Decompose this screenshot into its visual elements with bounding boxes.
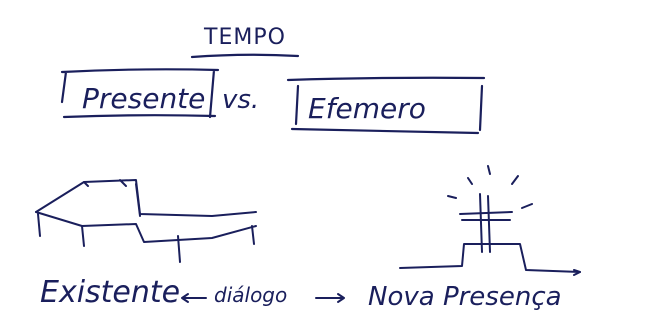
efemero-box <box>286 76 486 135</box>
presente-label: Presente <box>82 82 205 115</box>
title-text: TEMPO <box>203 25 286 50</box>
efemero-label: Efemero <box>308 92 426 125</box>
existing-building-sketch <box>35 179 257 263</box>
dialogue-arrows: diálogo <box>181 283 345 307</box>
right-arrow-icon <box>315 293 345 303</box>
presente-box <box>60 68 220 119</box>
existente-label: Existente <box>40 275 180 310</box>
versus-label: vs. <box>222 85 259 115</box>
title-underline <box>190 53 300 59</box>
left-arrow-icon <box>181 293 207 303</box>
nova-presenca-label: Nova Presença <box>368 282 562 312</box>
dialogue-label: diálogo <box>214 283 287 307</box>
new-presence-sketch <box>399 165 581 276</box>
